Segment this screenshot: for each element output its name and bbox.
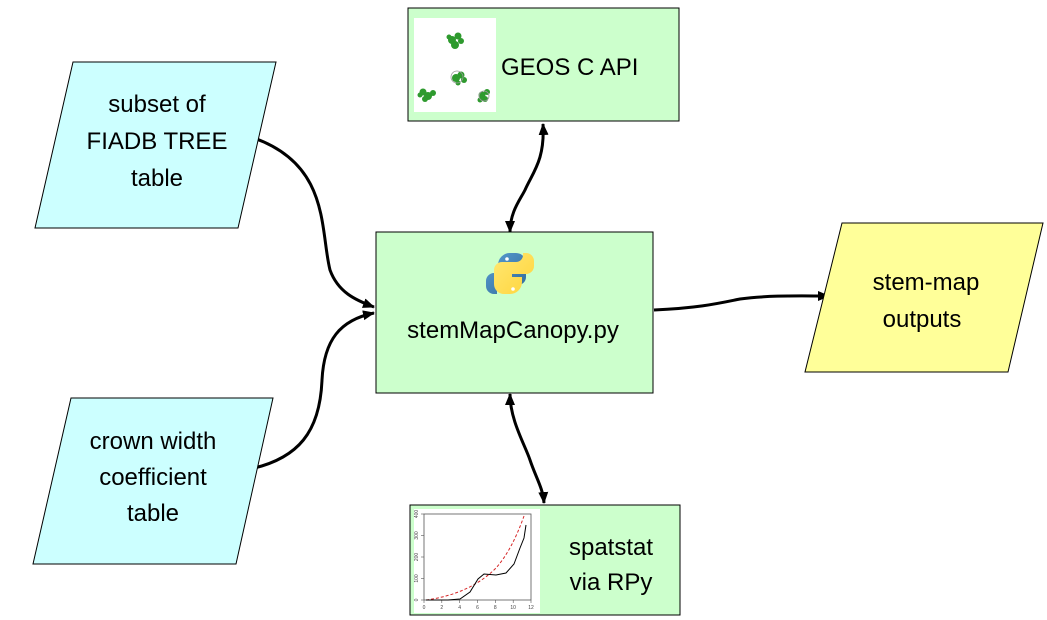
input-label-line-3: table bbox=[131, 165, 183, 192]
input-label-line-1: subset of bbox=[108, 91, 206, 118]
input-node-tree-table: subset of FIADB TREE table bbox=[34, 61, 277, 229]
process-label: stemMapCanopy.py bbox=[407, 317, 619, 344]
input-label-line-2: coefficient bbox=[99, 464, 207, 491]
process-node-geos: GEOS C API bbox=[407, 7, 680, 122]
edge-main-geos-bidirectional bbox=[505, 123, 549, 233]
process-node-spatstat: 0 2 4 6 8 10 12 0 100 200 300 400 spatst… bbox=[409, 504, 681, 616]
edges bbox=[244, 123, 830, 504]
y-tick-label: 0 bbox=[414, 598, 420, 601]
edge-crown-width-to-main bbox=[244, 310, 375, 472]
process-node-main: stemMapCanopy.py bbox=[375, 231, 654, 394]
edge-main-to-outputs bbox=[653, 290, 830, 312]
input-label-line-3: table bbox=[127, 500, 179, 527]
input-label-line-2: FIADB TREE bbox=[87, 128, 228, 155]
plot-y-tick-labels: 0 100 200 300 400 bbox=[414, 510, 420, 602]
x-tick-label: 4 bbox=[458, 605, 461, 611]
output-label-line-2: outputs bbox=[883, 306, 962, 333]
x-tick-label: 0 bbox=[423, 605, 426, 611]
plot-theoretical-curve bbox=[425, 515, 525, 601]
x-tick-label: 6 bbox=[476, 605, 479, 611]
k-function-plot-icon: 0 2 4 6 8 10 12 0 100 200 300 400 bbox=[414, 509, 540, 613]
process-label: GEOS C API bbox=[501, 54, 638, 81]
canopy-polygons-icon bbox=[414, 18, 496, 112]
input-shape bbox=[34, 61, 277, 229]
input-label-line-1: crown width bbox=[90, 428, 217, 455]
x-tick-label: 8 bbox=[494, 605, 497, 611]
y-tick-label: 200 bbox=[414, 553, 420, 562]
x-tick-label: 2 bbox=[440, 605, 443, 611]
x-tick-label: 12 bbox=[528, 605, 534, 611]
edge-tree-table-to-main bbox=[253, 136, 375, 309]
output-shape bbox=[804, 222, 1044, 373]
plot-x-tick-labels: 0 2 4 6 8 10 12 bbox=[423, 605, 534, 611]
python-logo-icon bbox=[486, 253, 534, 294]
plot-observed-curve bbox=[426, 524, 527, 601]
process-label-line-1: spatstat bbox=[569, 534, 653, 561]
y-tick-label: 400 bbox=[414, 510, 420, 519]
x-tick-label: 10 bbox=[510, 605, 516, 611]
input-shape bbox=[32, 397, 274, 565]
edge-main-spatstat-bidirectional bbox=[505, 393, 549, 504]
output-node-stem-map: stem-map outputs bbox=[804, 222, 1044, 373]
y-tick-label: 100 bbox=[414, 574, 420, 583]
y-tick-label: 300 bbox=[414, 531, 420, 540]
process-label-line-2: via RPy bbox=[570, 569, 653, 596]
input-node-crown-width: crown width coefficient table bbox=[32, 397, 274, 565]
output-label-line-1: stem-map bbox=[873, 269, 980, 296]
